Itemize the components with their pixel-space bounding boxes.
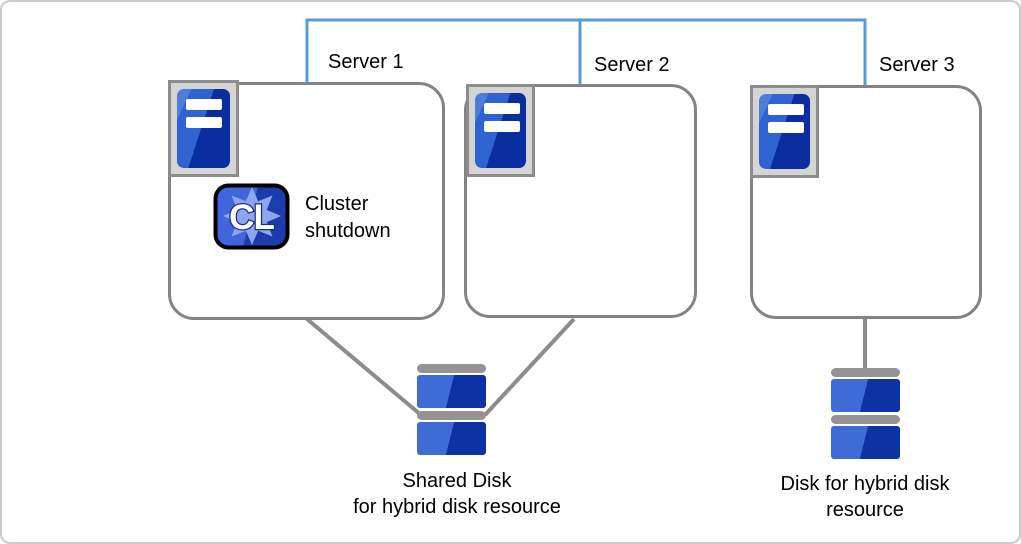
disk-cap — [831, 415, 900, 424]
server-tower-body — [475, 93, 526, 168]
server-tower-icon — [168, 80, 239, 177]
hybrid-disk-label-line2: resource — [826, 499, 904, 521]
hybrid-disk-icon — [831, 368, 900, 459]
disk-platter — [417, 364, 486, 408]
server-drive-slot — [484, 103, 520, 114]
server-tower-body — [177, 89, 230, 168]
disk-cap — [831, 368, 900, 377]
disk-platter — [831, 415, 900, 459]
disk-cap — [417, 411, 486, 420]
disk-platter — [831, 368, 900, 412]
server3-label: Server 3 — [879, 54, 955, 76]
server-drive-slot — [768, 122, 804, 133]
disk-body — [417, 375, 486, 408]
cl-cluster-icon: CL — [213, 183, 290, 250]
hybrid-disk-label-line1: Disk for hybrid disk — [780, 473, 950, 495]
server-tower-icon — [466, 84, 535, 177]
cluster-shutdown-label: Cluster shutdown — [305, 191, 391, 245]
hybrid-disk-label: Disk for hybrid disk resource — [735, 471, 995, 523]
disk-body — [831, 379, 900, 412]
shared-disk-icon — [417, 364, 486, 455]
server-drive-slot — [186, 99, 222, 110]
disk-platter — [417, 411, 486, 455]
server-tower-body — [759, 94, 810, 169]
shared-disk-label-line2: for hybrid disk resource — [353, 496, 561, 518]
server2-box — [464, 84, 697, 318]
disk-connector-lines — [305, 317, 867, 417]
cluster-shutdown-line2: shutdown — [305, 220, 391, 242]
cluster-shutdown-line1: Cluster — [305, 193, 369, 215]
server-tower-icon — [750, 85, 819, 178]
server2-label: Server 2 — [594, 54, 670, 76]
shared-disk-label: Shared Disk for hybrid disk resource — [327, 468, 587, 520]
server1-label: Server 1 — [328, 51, 404, 73]
shared-disk-label-line1: Shared Disk — [402, 470, 512, 492]
disk-cap — [417, 364, 486, 373]
server-drive-slot — [768, 104, 804, 115]
disk-body — [417, 422, 486, 455]
disk-body — [831, 426, 900, 459]
server-drive-slot — [186, 117, 222, 128]
server-drive-slot — [484, 121, 520, 132]
cl-badge-text: CL — [229, 198, 274, 237]
